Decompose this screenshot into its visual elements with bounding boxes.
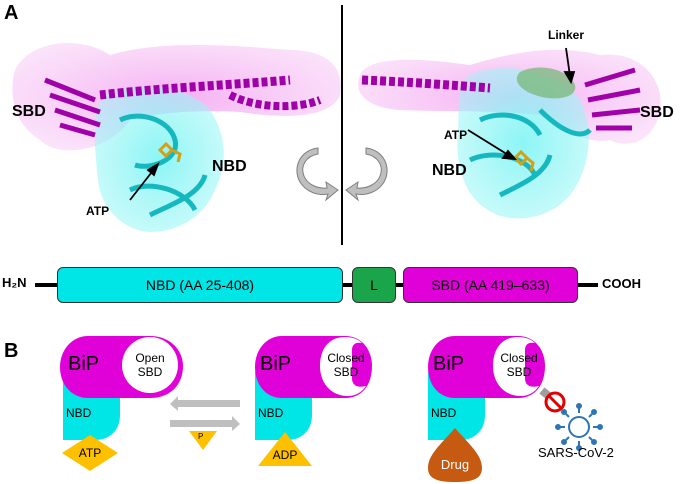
pointer-arrows <box>129 47 576 201</box>
state3-sbd-pocket <box>493 337 539 396</box>
state1-ligand-label: ATP <box>78 446 102 460</box>
right-sbd-label: SBD <box>640 104 674 121</box>
state1-shapes <box>60 336 183 471</box>
right-structure <box>358 49 661 219</box>
right-helix <box>361 75 491 93</box>
left-nbd-label: NBD <box>212 158 247 175</box>
right-nbd-surface <box>457 68 589 219</box>
panel-b-letter: B <box>4 340 19 362</box>
state3-nbd-label: NBD <box>431 406 457 420</box>
left-nbd-ribbon <box>118 113 208 218</box>
nbd-domain-box: NBD (AA 25-408) <box>57 267 343 303</box>
no-entry-icon <box>544 391 566 413</box>
left-atp-label: ATP <box>86 204 110 218</box>
sbd-domain-box: SBD (AA 419–633) <box>403 267 578 303</box>
left-atp-molecule <box>157 141 182 163</box>
c-terminus-label: COOH <box>602 276 641 291</box>
state2-sbd-label: Closed SBD <box>322 351 370 379</box>
nbd-domain-label: NBD (AA 25-408) <box>145 277 255 293</box>
state2-sbd-pocket <box>320 337 366 396</box>
phosphate-shape <box>189 431 217 450</box>
panel-a-letter: A <box>4 2 19 24</box>
state2-ligand-shape <box>258 432 312 466</box>
state2-shapes <box>255 336 372 466</box>
left-helix <box>99 75 291 100</box>
linker-domain-box: L <box>352 267 396 303</box>
right-nbd-label: NBD <box>432 162 467 179</box>
equilibrium-arrows-icon <box>170 396 240 431</box>
state1-ligand-shape <box>62 435 118 471</box>
right-atp-label: ATP <box>444 128 468 142</box>
right-atp-molecule <box>512 149 535 172</box>
left-sbd-sheet <box>44 77 101 138</box>
state1-nbd-label: NBD <box>66 406 92 420</box>
left-helix-2 <box>228 91 322 111</box>
right-linker-surface <box>516 67 576 99</box>
state3-protein-label: BiP <box>433 353 465 375</box>
rotation-arrows-icon <box>296 147 388 202</box>
state1-sbd-label: Open SBD <box>126 351 174 379</box>
state2-protein-label: BiP <box>260 353 292 375</box>
sbd-domain-label: SBD (AA 419–633) <box>431 277 550 293</box>
state1-sbd-pocket <box>122 337 178 393</box>
left-structure <box>12 43 341 232</box>
left-sbd-label: SBD <box>12 103 46 120</box>
right-linker-label: Linker <box>548 28 585 42</box>
linker-domain-label: L <box>370 277 378 293</box>
state3-sbd-line2: SBD <box>506 365 532 379</box>
state3-drug-shape <box>428 428 482 482</box>
virus-icon <box>555 403 603 451</box>
right-sbd-sheet <box>584 67 641 131</box>
state3-drug-label: Drug <box>440 457 470 472</box>
state2-sbd-line1: Closed <box>327 351 365 365</box>
state1-protein-label: BiP <box>68 353 100 375</box>
virus-label: SARS-CoV-2 <box>538 445 614 460</box>
state1-sbd-line1: Open <box>135 351 165 365</box>
state3-sbd-line1: Closed <box>500 351 538 365</box>
n-terminus-label: H₂N <box>2 275 27 290</box>
state2-ligand-label: ADP <box>272 448 298 462</box>
phosphate-label: P <box>198 432 204 441</box>
state2-nbd-label: NBD <box>258 406 284 420</box>
state3-shapes <box>428 336 603 482</box>
state1-sbd-line2: SBD <box>137 365 163 379</box>
state2-sbd-line2: SBD <box>333 365 359 379</box>
state3-sbd-label: Closed SBD <box>495 351 543 379</box>
